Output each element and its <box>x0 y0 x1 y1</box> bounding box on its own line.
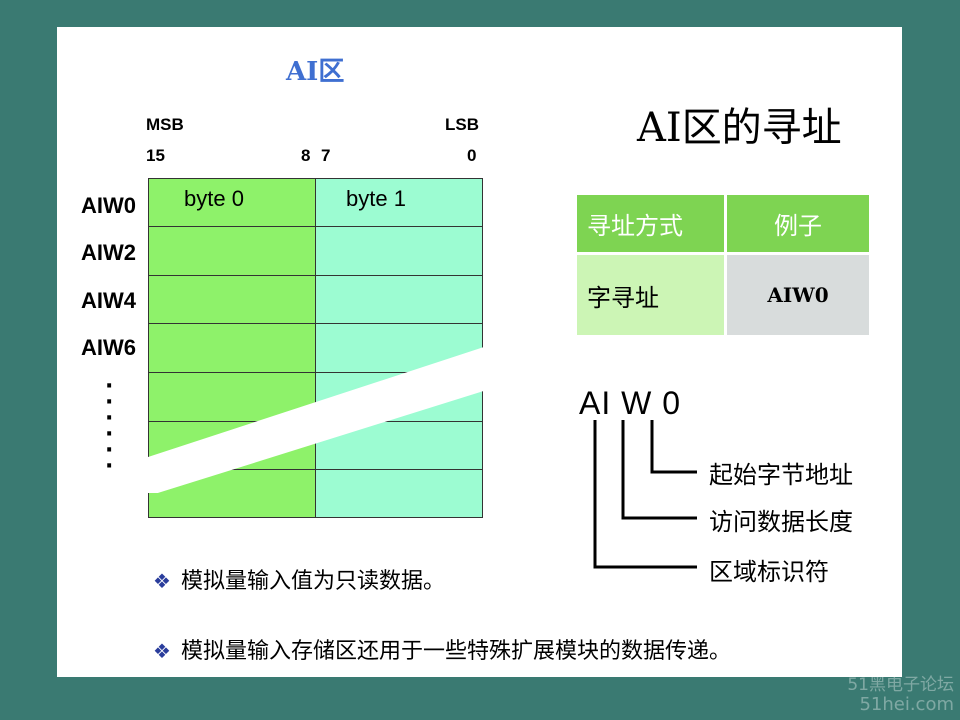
table-cell-mode: 字寻址 <box>577 252 726 335</box>
addressing-title: AI区的寻址 <box>637 105 842 151</box>
row-label-aiw6: AIW6 <box>81 335 136 360</box>
label-area-id: 区域标识符 <box>709 558 829 586</box>
bullet-text: 模拟量输入值为只读数据。 <box>180 569 445 594</box>
ellipsis-dots: · · · <box>105 374 114 431</box>
byte1-column <box>315 178 483 518</box>
label-start-byte: 起始字节地址 <box>709 461 853 489</box>
byte1-label: byte 1 <box>346 186 406 211</box>
ellipsis-dots: · · · <box>105 422 114 479</box>
label-data-length: 访问数据长度 <box>709 508 853 536</box>
row-label-aiw0: AIW0 <box>81 193 136 218</box>
break-stripe <box>145 345 490 493</box>
bit-8-label: 8 <box>301 146 311 165</box>
bit-7-label: 7 <box>321 146 331 165</box>
memory-grid: byte 0 byte 1 <box>145 178 490 518</box>
addressing-table: 寻址方式 例子 字寻址 AIW0 <box>577 195 869 335</box>
table-cell-example: AIW0 <box>724 252 869 335</box>
address-code: AI W 0 <box>579 385 682 421</box>
table-header-example: 例子 <box>724 195 869 254</box>
bit-15-label: 15 <box>146 146 165 165</box>
diamond-bullet-icon: ❖ <box>153 569 171 593</box>
slide: AI区 MSB LSB 15 8 7 0 byte 0 byte 1 AIW0 … <box>57 27 902 677</box>
bit-0-label: 0 <box>467 146 477 165</box>
bullet-text: 模拟量输入存储区还用于一些特殊扩展模块的数据传递。 <box>180 639 731 664</box>
ai-area-title: AI区 <box>286 57 345 87</box>
bullet-item: ❖ 模拟量输入存储区还用于一些特殊扩展模块的数据传递。 <box>153 633 731 665</box>
byte0-label: byte 0 <box>184 186 244 211</box>
diamond-bullet-icon: ❖ <box>153 639 171 663</box>
msb-label: MSB <box>146 115 184 134</box>
code-connector-lines <box>593 420 697 569</box>
table-header-mode: 寻址方式 <box>577 195 726 254</box>
watermark-text: 51黑电子论坛 <box>847 675 954 695</box>
bullet-item: ❖ 模拟量输入值为只读数据。 <box>153 563 445 595</box>
byte-divider <box>315 178 316 518</box>
row-label-aiw4: AIW4 <box>81 288 136 313</box>
row-label-aiw2: AIW2 <box>81 240 136 265</box>
watermark-url: 51hei.com <box>859 694 954 715</box>
lsb-label: LSB <box>445 115 479 134</box>
